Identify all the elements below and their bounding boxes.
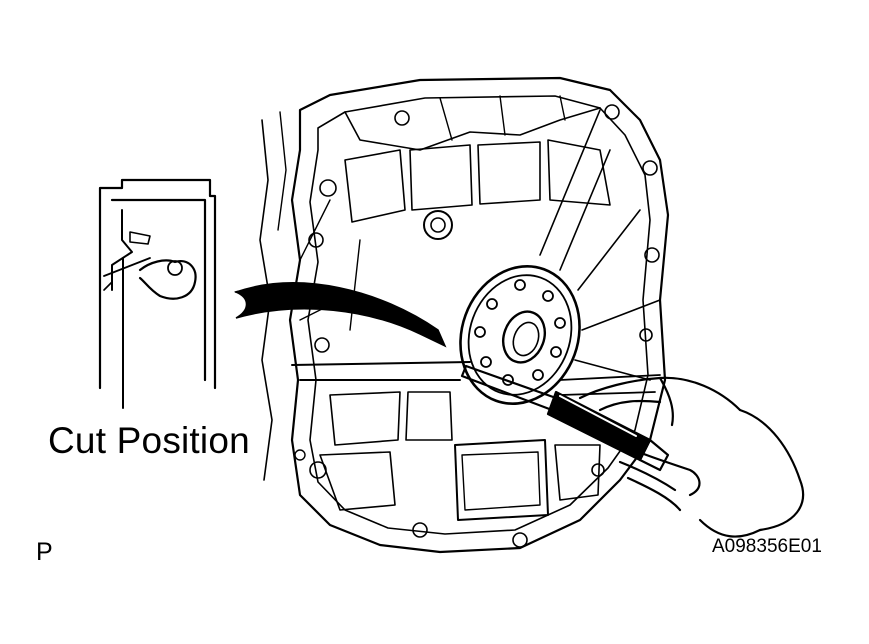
cut-position-label: Cut Position (48, 420, 250, 461)
pointer-arrow (233, 282, 447, 348)
figure-code-label: A098356E01 (712, 536, 822, 557)
engine-block (259, 76, 670, 554)
hand (578, 376, 805, 538)
oil-seal (459, 264, 581, 406)
flange-holes (474, 279, 566, 386)
cut-position-inset (98, 178, 217, 409)
corner-mark-label: P (36, 538, 53, 566)
